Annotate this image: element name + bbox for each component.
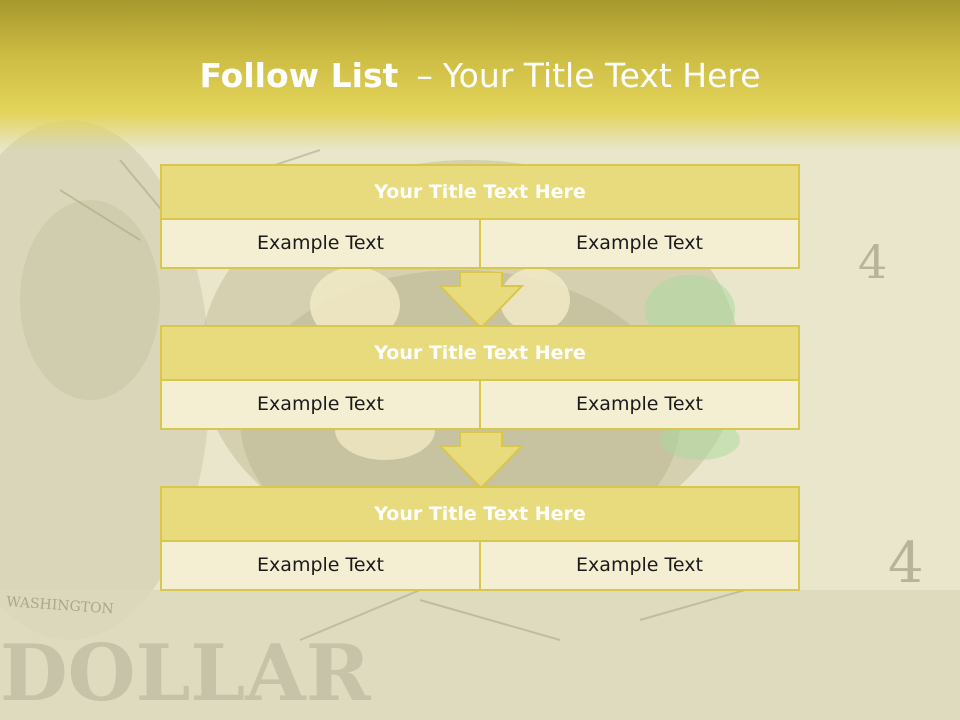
title-separator: – [416,56,433,95]
title-bold-part: Follow List [199,56,399,95]
header-band [0,0,960,150]
svg-text:4: 4 [858,235,887,289]
svg-text:DOLLAR: DOLLAR [0,628,372,719]
step-box-cell-left: Example Text [160,542,481,591]
step-box-cell-right: Example Text [481,220,800,269]
step-box-row: Example Text Example Text [160,381,800,430]
svg-text:WASHINGTON: WASHINGTON [6,594,114,617]
step-box-2: Your Title Text Here Example Text Exampl… [160,325,800,430]
step-box-title: Your Title Text Here [160,164,800,220]
step-box-1: Your Title Text Here Example Text Exampl… [160,164,800,269]
slide-title: Follow List–Your Title Text Here [0,56,960,96]
down-arrow-icon [438,432,524,490]
step-box-cell-right: Example Text [481,542,800,591]
step-box-title: Your Title Text Here [160,486,800,542]
step-box-cell-right: Example Text [481,381,800,430]
step-box-row: Example Text Example Text [160,542,800,591]
svg-text:4: 4 [888,531,924,596]
step-box-cell-left: Example Text [160,220,481,269]
step-box-cell-left: Example Text [160,381,481,430]
step-box-row: Example Text Example Text [160,220,800,269]
step-box-3: Your Title Text Here Example Text Exampl… [160,486,800,591]
step-box-title: Your Title Text Here [160,325,800,381]
down-arrow-icon [438,272,524,330]
title-text: Your Title Text Here [442,56,761,95]
